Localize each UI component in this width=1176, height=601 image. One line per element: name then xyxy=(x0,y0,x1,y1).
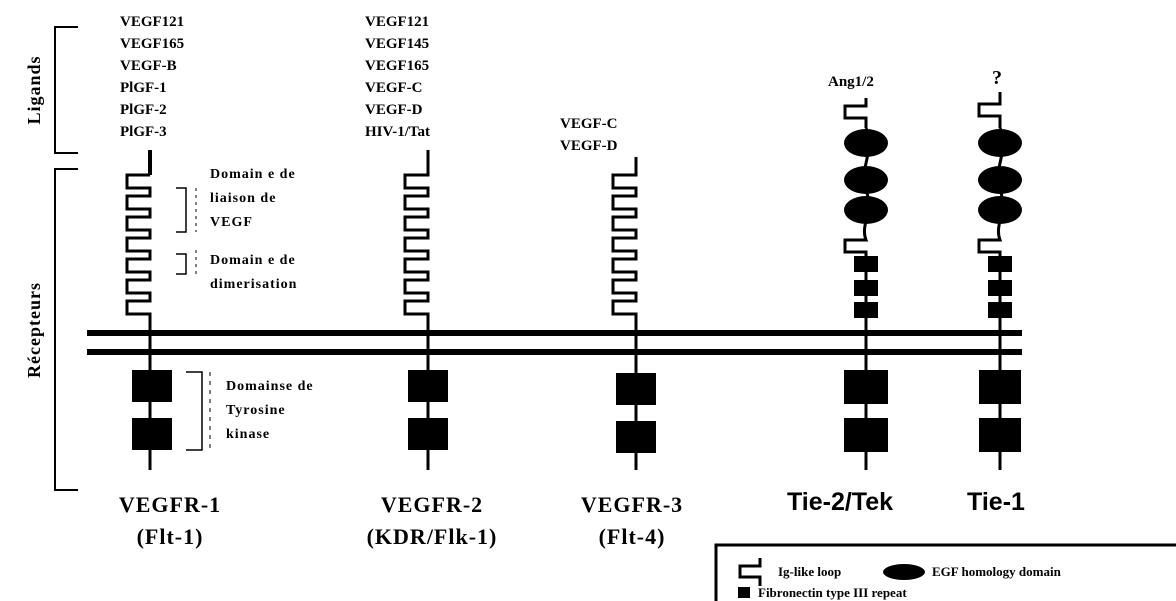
receptor-vegfr-3 xyxy=(613,157,656,470)
ligand-label: PlGF-1 xyxy=(120,80,167,96)
receptor-name-tie-2: Tie-2/Tek xyxy=(787,488,893,516)
receptors-bracket xyxy=(55,169,78,490)
receptor-alias-vegfr-3: (Flt-4) xyxy=(599,524,666,549)
dimer-domain-label: Domain e de xyxy=(210,253,296,268)
ligands-bracket xyxy=(55,27,78,153)
ligand-label: VEGF-D xyxy=(560,138,618,154)
ligand-label: VEGF-B xyxy=(120,58,177,74)
receptor-alias-vegfr-1: (Flt-1) xyxy=(137,524,204,549)
binding-domain-label: Domain e de xyxy=(210,167,296,182)
ligands-vegfr-2: VEGF121 VEGF145 VEGF165 VEGF-C VEGF-D HI… xyxy=(365,14,430,140)
kinase-domain-label: Tyrosine xyxy=(226,403,286,418)
ligand-label: VEGF165 xyxy=(365,58,429,74)
dimer-domain-bracket xyxy=(176,254,186,274)
receptor-vegfr-1 xyxy=(127,150,172,470)
egf-homology-domain xyxy=(844,129,888,157)
dimer-domain-label: dimerisation xyxy=(210,277,297,292)
tyrosine-kinase-block xyxy=(408,370,448,402)
tyrosine-kinase-block xyxy=(844,370,888,404)
receptor-name-vegfr-1: VEGFR-1 xyxy=(119,492,221,517)
fibronectin-repeat xyxy=(988,256,1012,272)
ig-like-loop-top xyxy=(979,92,1000,128)
receptors-label: Récepteurs xyxy=(24,282,44,378)
binding-domain-annotation: Domain e de liaison de VEGF xyxy=(176,167,296,232)
fibronectin-icon xyxy=(738,587,750,598)
ligand-label: PlGF-3 xyxy=(120,124,167,140)
fibronectin-repeat xyxy=(854,280,878,296)
legend-ig-label: Ig-like loop xyxy=(778,564,841,579)
tyrosine-kinase-block xyxy=(132,418,172,450)
legend: Ig-like loop EGF homology domain Fibrone… xyxy=(716,545,1176,601)
ligand-label-tie1: ? xyxy=(992,67,1002,89)
ligand-label: PlGF-2 xyxy=(120,102,167,118)
ligand-label: VEGF121 xyxy=(120,14,184,30)
tyrosine-kinase-block xyxy=(616,373,656,405)
ig-like-loop-icon xyxy=(740,558,760,586)
receptor-tie-1 xyxy=(978,92,1022,470)
ligand-label: VEGF165 xyxy=(120,36,184,52)
ig-like-loop-top xyxy=(845,98,866,128)
kinase-domain-bracket xyxy=(186,372,202,450)
receptor-alias-vegfr-2: (KDR/Flk-1) xyxy=(367,524,498,549)
binding-domain-label: VEGF xyxy=(210,215,253,230)
egf-homology-domain xyxy=(978,166,1022,194)
receptor-name-vegfr-2: VEGFR-2 xyxy=(381,492,483,517)
legend-fibronectin-label: Fibronectin type III repeat xyxy=(758,585,907,600)
egf-homology-domain xyxy=(844,196,888,224)
fibronectin-repeat xyxy=(854,256,878,272)
egf-homology-domain xyxy=(978,129,1022,157)
ligands-label: Ligands xyxy=(24,55,44,124)
tyrosine-kinase-block xyxy=(844,418,888,452)
receptor-name-vegfr-3: VEGFR-3 xyxy=(581,492,683,517)
fibronectin-repeat xyxy=(854,302,878,318)
tyrosine-kinase-block xyxy=(979,418,1021,452)
tyrosine-kinase-block xyxy=(979,370,1021,404)
egf-homology-domain xyxy=(978,196,1022,224)
fibronectin-repeat xyxy=(988,302,1012,318)
legend-egf-label: EGF homology domain xyxy=(932,564,1062,579)
fibronectin-repeat xyxy=(988,280,1012,296)
tyrosine-kinase-block xyxy=(408,418,448,450)
receptor-name-tie-1: Tie-1 xyxy=(967,488,1025,516)
tyrosine-kinase-block xyxy=(132,370,172,402)
egf-homology-domain xyxy=(844,166,888,194)
ligand-label: VEGF-C xyxy=(560,116,618,132)
ligand-label: VEGF-C xyxy=(365,80,423,96)
tyrosine-kinase-block xyxy=(616,421,656,453)
receptor-tie-2 xyxy=(844,98,888,470)
egf-domain-icon xyxy=(883,564,925,580)
binding-domain-bracket xyxy=(176,188,186,232)
ligands-vegfr-1: VEGF121 VEGF165 VEGF-B PlGF-1 PlGF-2 PlG… xyxy=(120,14,184,140)
ligand-label: HIV-1/Tat xyxy=(365,124,430,140)
ligand-label: VEGF145 xyxy=(365,36,429,52)
ligand-label: VEGF-D xyxy=(365,102,423,118)
kinase-domain-annotation: Domainse de Tyrosine kinase xyxy=(186,372,314,450)
kinase-domain-label: kinase xyxy=(226,427,270,442)
dimer-domain-annotation: Domain e de dimerisation xyxy=(176,250,297,292)
ligand-label: VEGF121 xyxy=(365,14,429,30)
kinase-domain-label: Domainse de xyxy=(226,379,314,394)
ligands-vegfr-3: VEGF-C VEGF-D xyxy=(560,116,618,154)
receptor-vegfr-2 xyxy=(405,150,448,470)
binding-domain-label: liaison de xyxy=(210,191,276,206)
ligand-label-tie2: Ang1/2 xyxy=(828,74,874,90)
